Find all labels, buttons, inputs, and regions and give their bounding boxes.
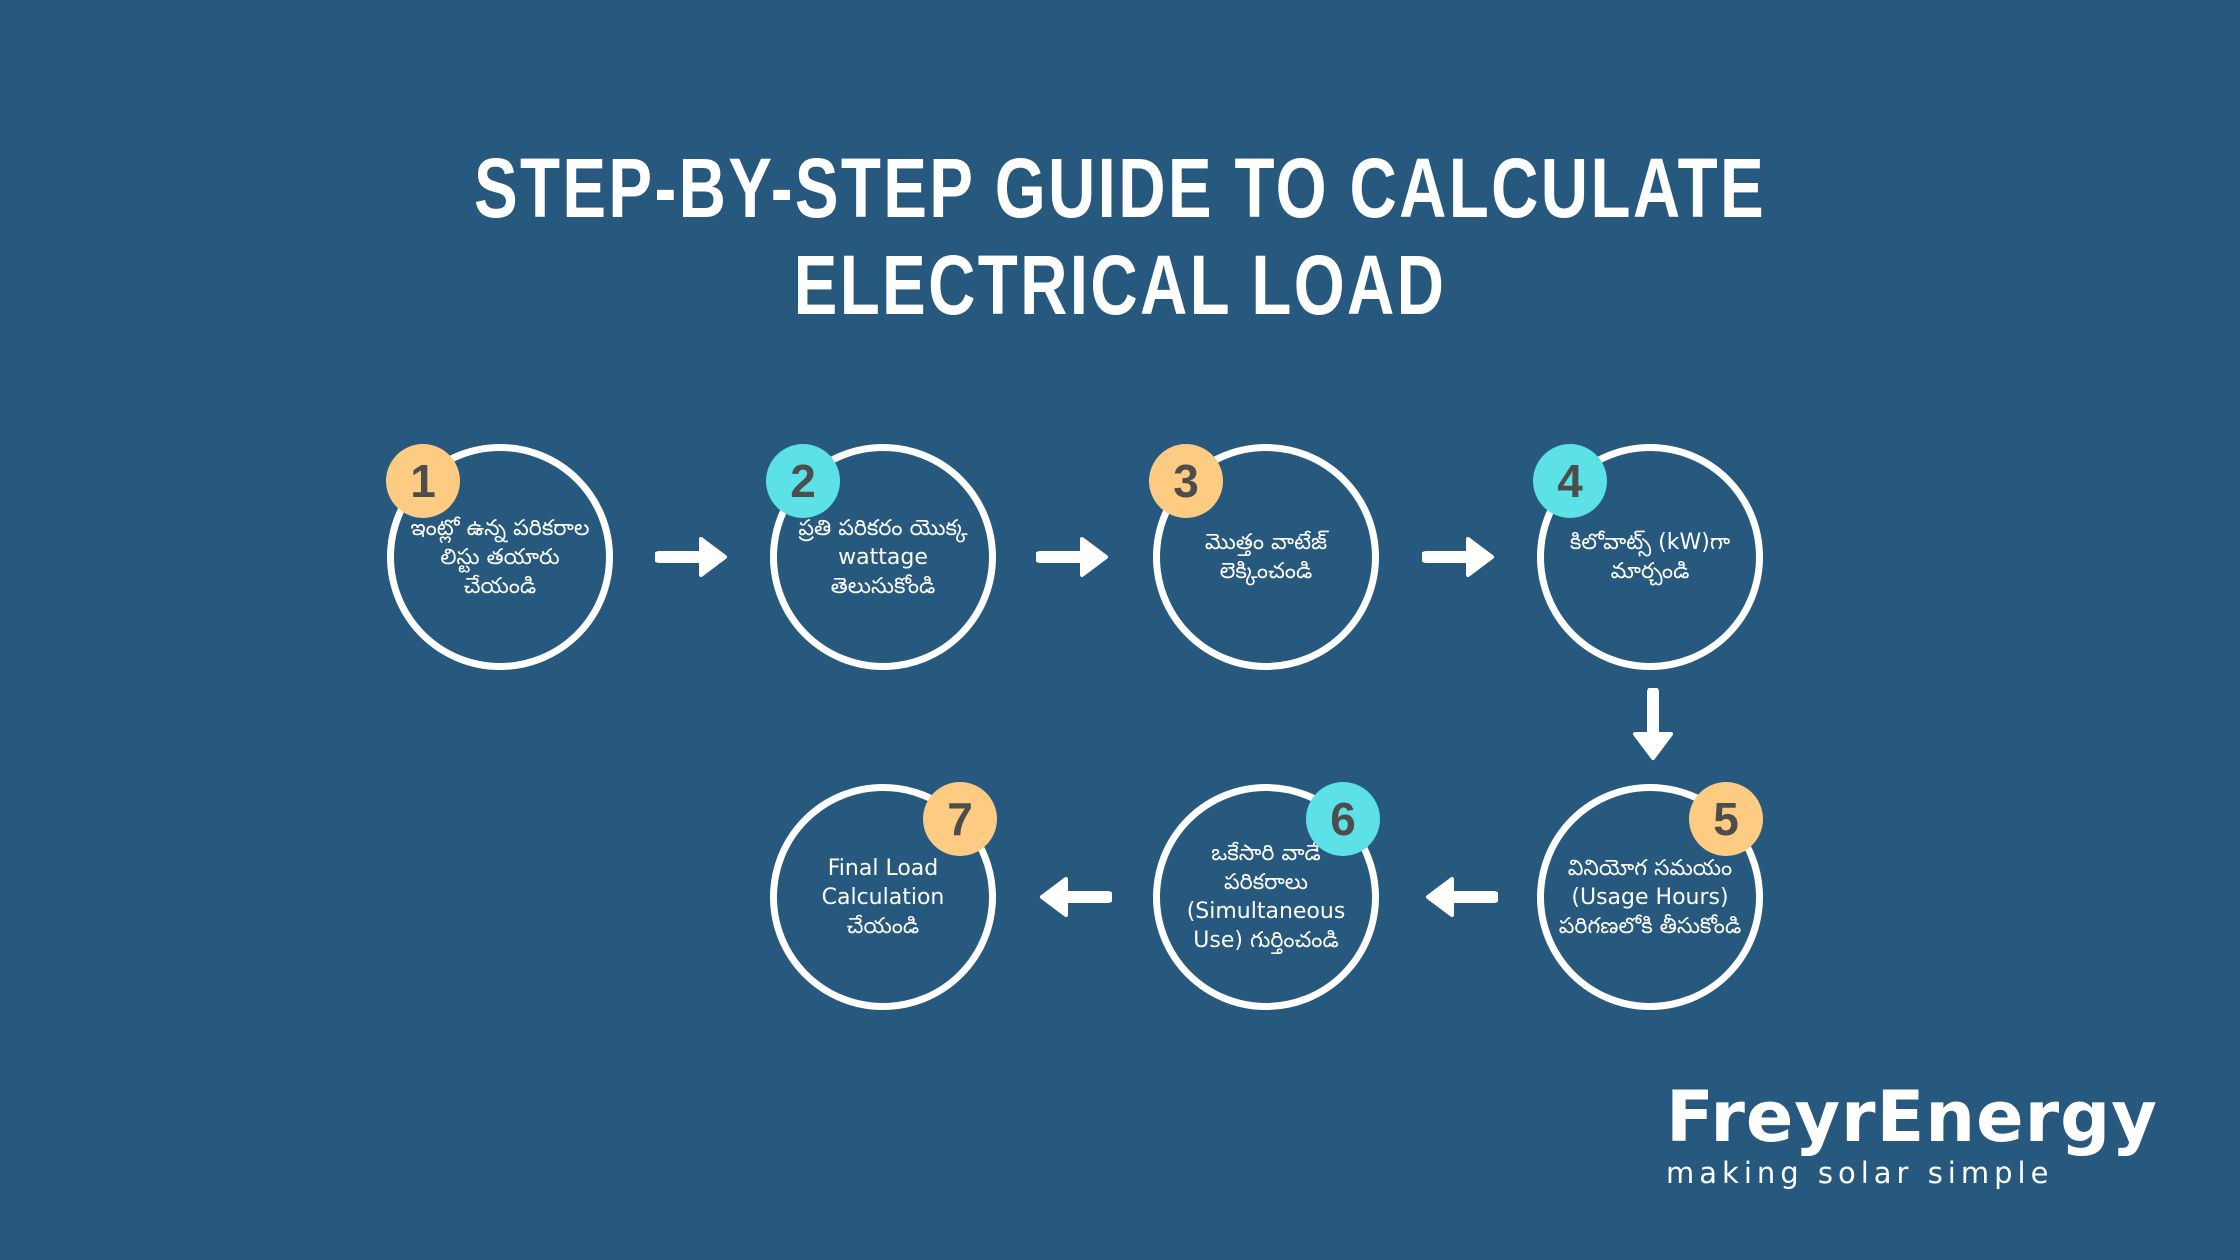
step-circle-2: ప్రతి పరికరం యొక్క wattage తెలుసుకోండి xyxy=(770,444,996,670)
step-number-badge: 2 xyxy=(766,444,840,518)
arrow-icon xyxy=(1633,688,1673,760)
step-text: ఇంట్లో ఉన్న పరికరాల లిస్టు తయారు చేయండి xyxy=(410,515,590,599)
arrow-icon xyxy=(1426,877,1498,917)
logo-tagline: making solar simple xyxy=(1666,1156,2054,1190)
arrow-icon xyxy=(1036,537,1108,577)
freyr-energy-logo: FreyrEnergy making solar simple xyxy=(1666,1082,2158,1190)
step-circle-3: మొత్తం వాటేజ్ లెక్కించండి xyxy=(1153,444,1379,670)
step-circle-4: కిలోవాట్స్ (kW)గా మార్చండి xyxy=(1537,444,1763,670)
step-text: మొత్తం వాటేజ్ లెక్కించండి xyxy=(1204,530,1328,584)
arrow-icon xyxy=(1422,537,1494,577)
step-text: ప్రతి పరికరం యొక్క wattage తెలుసుకోండి xyxy=(798,515,968,599)
step-circle-6: ఒకేసారి వాడే పరికరాలు (Simultaneous Use)… xyxy=(1153,784,1379,1010)
arrow-icon xyxy=(655,537,727,577)
step-circle-7: Final Load Calculation చేయండి xyxy=(770,784,996,1010)
step-circle-1: ఇంట్లో ఉన్న పరికరాల లిస్టు తయారు చేయండి xyxy=(387,444,613,670)
step-text: కిలోవాట్స్ (kW)గా మార్చండి xyxy=(1569,530,1731,584)
step-number-badge: 6 xyxy=(1306,782,1380,856)
step-circle-5: వినియోగ సమయం (Usage Hours) పరిగణలోకి తీస… xyxy=(1537,784,1763,1010)
step-text: Final Load Calculation చేయండి xyxy=(821,855,945,939)
step-text: ఒకేసారి వాడే పరికరాలు (Simultaneous Use)… xyxy=(1186,841,1346,953)
arrow-icon xyxy=(1040,877,1112,917)
step-number-badge: 7 xyxy=(923,782,997,856)
step-number-badge: 1 xyxy=(386,444,460,518)
step-number-badge: 3 xyxy=(1149,444,1223,518)
step-number-badge: 4 xyxy=(1533,444,1607,518)
page-title: STEP-BY-STEP GUIDE TO CALCULATE ELECTRIC… xyxy=(473,141,1767,332)
step-number-badge: 5 xyxy=(1689,782,1763,856)
step-text: వినియోగ సమయం (Usage Hours) పరిగణలోకి తీస… xyxy=(1558,855,1742,939)
logo-name: FreyrEnergy xyxy=(1666,1076,2158,1158)
